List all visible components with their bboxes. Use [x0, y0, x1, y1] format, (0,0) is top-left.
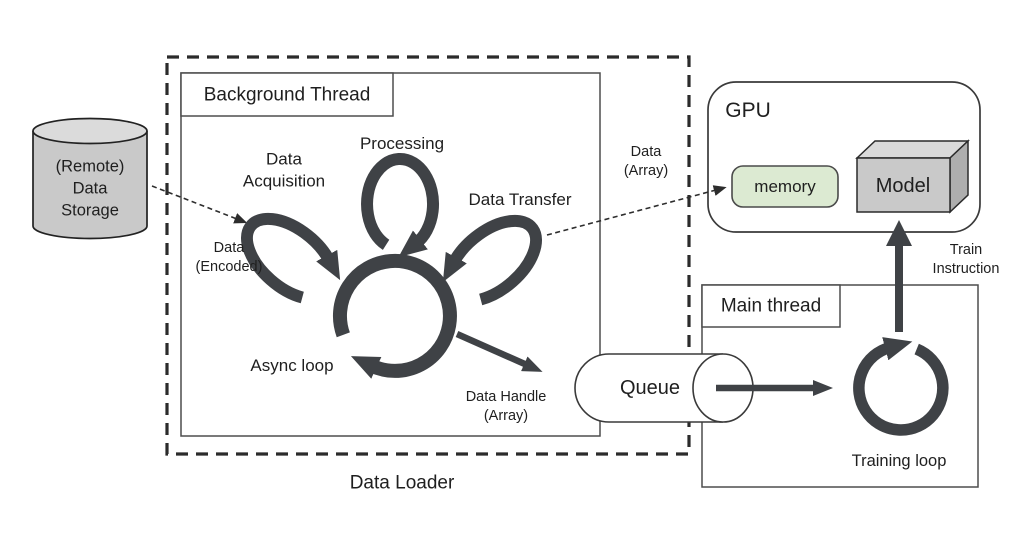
queue-label: Queue	[619, 376, 681, 399]
queue-cylinder-body	[574, 353, 723, 423]
transfer-loop-arrow	[442, 214, 543, 306]
model-cube-top-face	[855, 140, 970, 159]
storage-to-loader-dashed-arrow	[151, 185, 248, 224]
storage-label: (Remote) Data Storage	[55, 157, 125, 219]
storage-cylinder-body	[32, 131, 148, 240]
train-instruction-label: Train Instruction	[932, 241, 1000, 277]
gpu-title: GPU	[725, 99, 771, 123]
transfer-to-memory-dashed-arrow	[546, 185, 727, 236]
main-thread-title-box	[701, 284, 841, 328]
model-label: Model	[875, 174, 931, 197]
training-loop-arrow	[853, 337, 949, 436]
data-loader-caption: Data Loader	[349, 472, 455, 494]
processing-loop-arrow	[361, 153, 439, 258]
background-thread-title: Background Thread	[203, 84, 371, 106]
async-to-queue-arrow	[455, 331, 543, 372]
background-thread-title-box	[180, 72, 394, 117]
storage-cylinder-top	[32, 117, 148, 145]
gpu-memory-box	[731, 165, 839, 208]
training-loop-label: Training loop	[851, 452, 947, 471]
acquisition-loop-arrow	[240, 212, 341, 304]
model-cube-front-face	[856, 157, 951, 213]
data-loader-dashed-box	[165, 55, 691, 456]
acquisition-loop-label: Data Acquisition	[242, 149, 326, 191]
data-encoded-label: Data (Encoded)	[195, 239, 263, 275]
main-thread-title: Main thread	[720, 295, 822, 317]
transfer-loop-label: Data Transfer	[468, 189, 572, 209]
processing-loop-label: Processing	[359, 133, 445, 153]
loop-arrows	[240, 153, 949, 436]
data-handle-label: Data Handle (Array)	[465, 388, 547, 424]
async-loop-label: Async loop	[250, 355, 334, 375]
data-array-label: Data (Array)	[623, 143, 669, 179]
async-loop-arrow	[332, 253, 457, 379]
gpu-memory-label: memory	[754, 176, 816, 196]
